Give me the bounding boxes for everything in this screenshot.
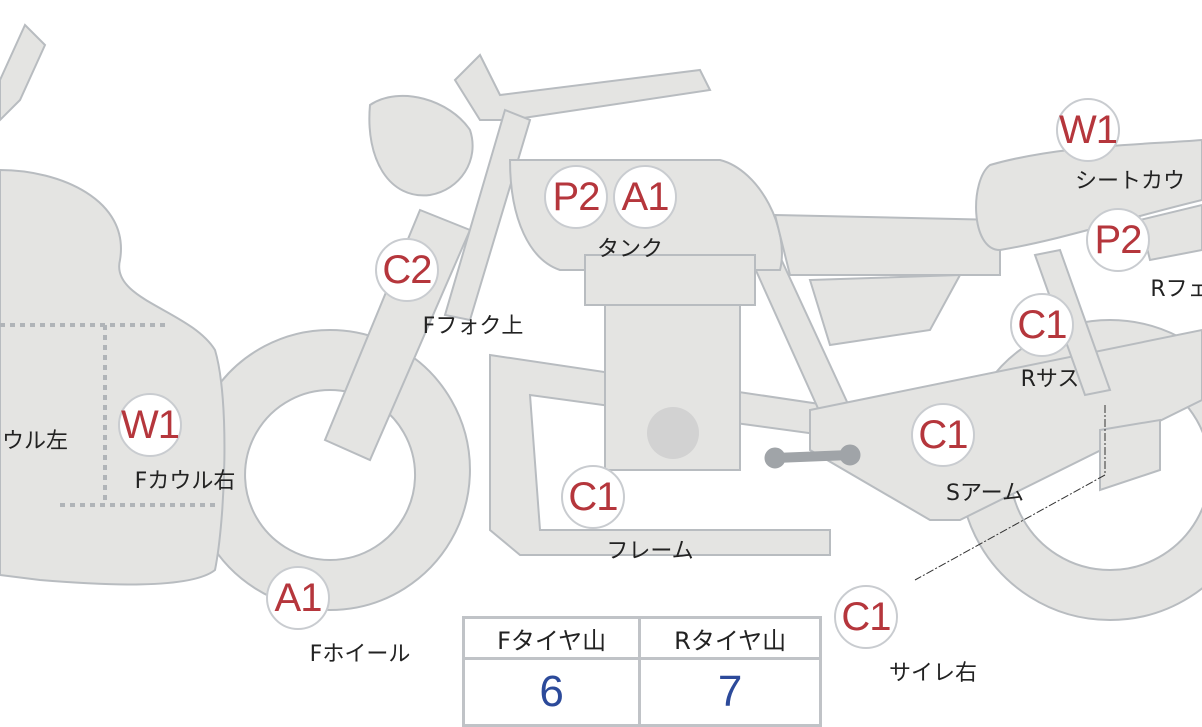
badge-tank-p2[interactable]: P2: [544, 165, 608, 229]
label-tank: タンク: [596, 237, 664, 262]
badge-silencer-right[interactable]: C1: [834, 585, 898, 649]
cowl-divider: [0, 323, 220, 507]
label-front-cowl-right: Fカウル右: [134, 469, 236, 494]
badge-rear-fender[interactable]: P2: [1086, 208, 1150, 272]
badge-rear-suspension[interactable]: C1: [1010, 293, 1074, 357]
frame-front: [443, 108, 532, 322]
badge-front-cowl-right[interactable]: W1: [118, 393, 182, 457]
header-front-tire: Fタイヤ山: [461, 616, 642, 660]
badge-swing-arm[interactable]: C1: [911, 403, 975, 467]
headlight: [368, 94, 474, 197]
badge-tank-a1[interactable]: A1: [613, 165, 677, 229]
badge-seat-cowl[interactable]: W1: [1056, 98, 1120, 162]
tire-tread-table: Fタイヤ山 Rタイヤ山 6 7: [461, 616, 822, 727]
muffler: [1099, 418, 1161, 492]
label-silencer-right: サイレ右: [888, 661, 978, 686]
value-front-tire: 6: [461, 657, 642, 727]
label-frame: フレーム: [606, 539, 694, 564]
handlebar: [453, 53, 712, 121]
front-cowl: [0, 168, 226, 586]
label-swing-arm: Sアーム: [946, 481, 1024, 506]
engine-cover: [647, 407, 699, 459]
leader-line: [914, 405, 1106, 581]
badge-frame[interactable]: C1: [561, 465, 625, 529]
label-rear-fender: Rフェ: [1150, 277, 1202, 302]
kickstand: [770, 450, 855, 463]
label-seat-cowl: シートカウ: [1074, 169, 1186, 194]
badge-front-wheel[interactable]: A1: [266, 566, 330, 630]
label-front-wheel: Fホイール: [309, 642, 411, 667]
engine-head: [584, 254, 756, 306]
side-cover: [808, 273, 962, 347]
seat: [773, 213, 1001, 276]
engine-block: [604, 304, 741, 471]
badge-fork-upper[interactable]: C2: [375, 238, 439, 302]
label-left-cowl: ウル左: [1, 429, 69, 454]
handle-left: [0, 23, 47, 122]
header-rear-tire: Rタイヤ山: [638, 616, 822, 660]
label-fork-upper: Fフォク上: [422, 314, 524, 339]
label-rear-suspension: Rサス: [1020, 367, 1080, 392]
value-rear-tire: 7: [638, 657, 822, 727]
